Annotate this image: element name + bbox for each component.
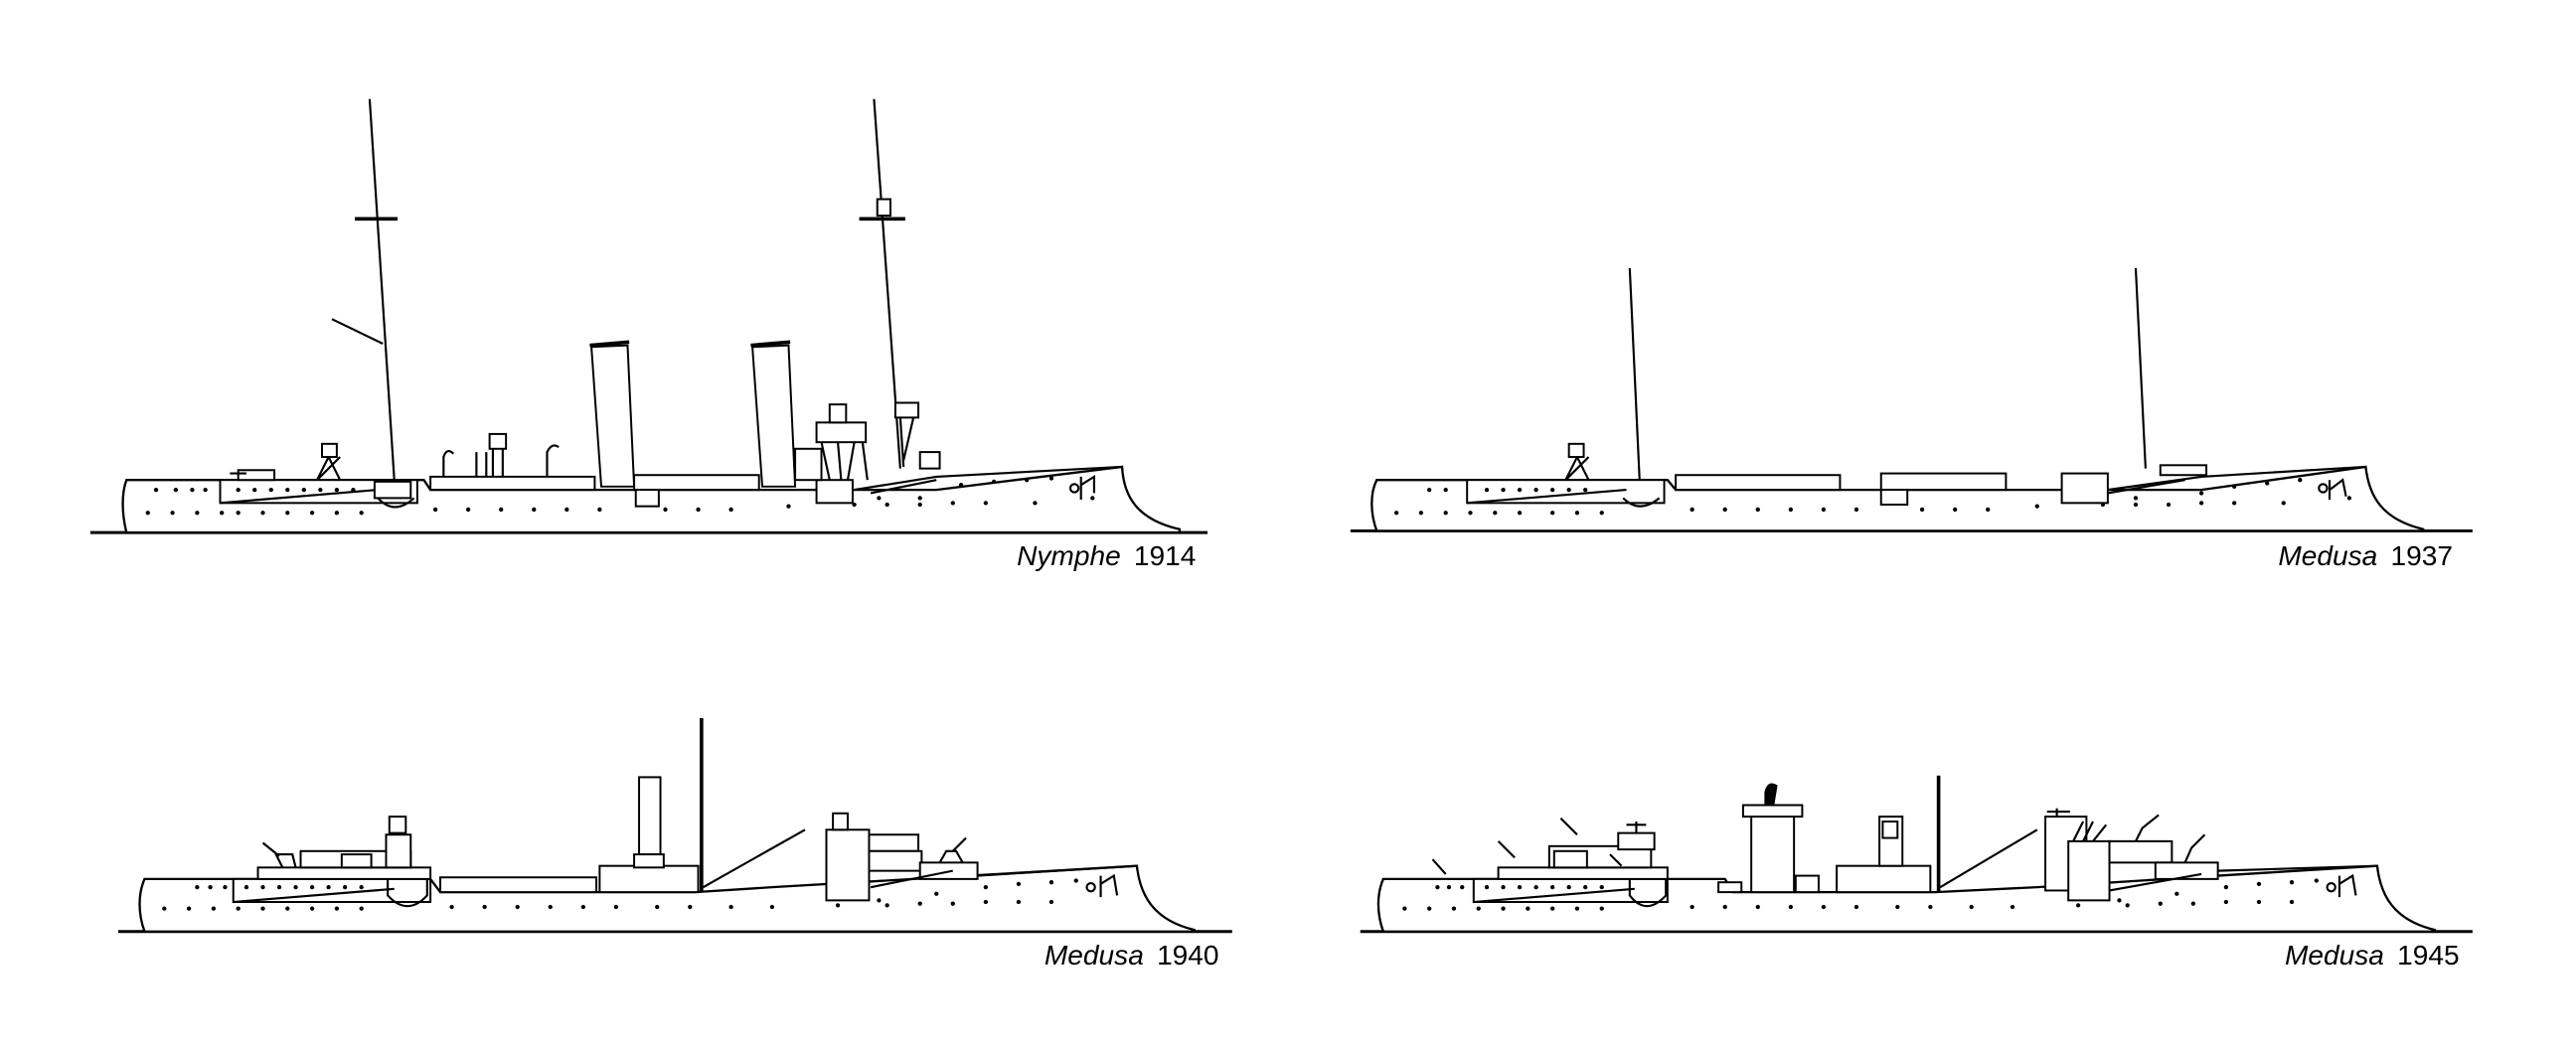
midship-deckhouse: [439, 876, 598, 894]
casemate-gun: [373, 480, 412, 500]
fore-mast: [2134, 267, 2147, 469]
aft-deckhouse: [219, 479, 418, 505]
funnel: [638, 776, 662, 856]
aft-gun: [237, 469, 276, 482]
funnel: [1750, 804, 1796, 894]
aft-mast: [1628, 267, 1641, 481]
portholes: [1393, 478, 2352, 516]
fore-funnel: [751, 344, 797, 488]
director: [388, 816, 407, 834]
portholes: [1402, 878, 2319, 911]
radar-icon: [1764, 783, 1778, 806]
aft-funnel: [590, 344, 636, 488]
aft-deckhouse: [1472, 877, 1669, 904]
bridge: [2060, 472, 2109, 505]
searchlight-tower: [1564, 454, 1590, 481]
portholes: [162, 878, 1078, 911]
bridge: [825, 828, 871, 902]
bridge: [794, 447, 823, 482]
director: [1617, 831, 1656, 851]
midship-deckhouse: [1675, 474, 1842, 492]
aft-mast: [368, 98, 396, 481]
portholes: [145, 476, 1095, 516]
midship-deckhouse: [429, 475, 596, 492]
